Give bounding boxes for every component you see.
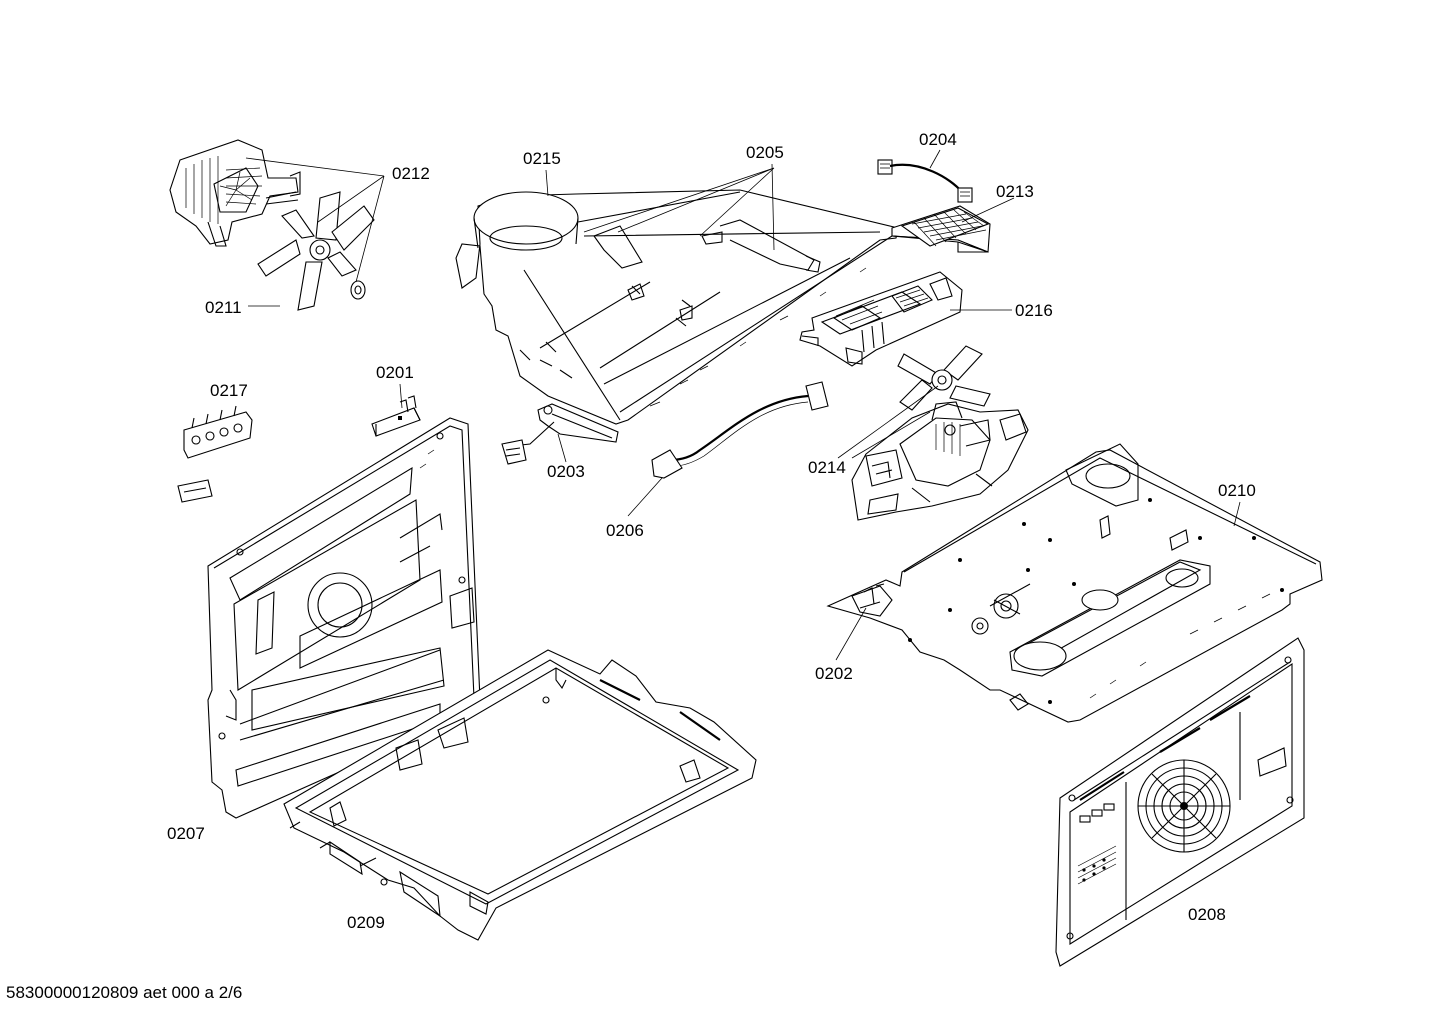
electronic-module-0216 bbox=[799, 271, 963, 367]
leader-0202 bbox=[835, 607, 867, 661]
leader-0215 bbox=[545, 169, 549, 197]
leader-0212 bbox=[245, 157, 385, 283]
thermostat-0202 bbox=[851, 583, 893, 617]
label-0212: 0212 bbox=[392, 164, 430, 183]
fan-blade bbox=[257, 191, 375, 311]
leader-0206 bbox=[627, 477, 663, 517]
bottom-tray-0209 bbox=[283, 649, 757, 941]
label-0206: 0206 bbox=[606, 521, 644, 540]
fan-nut bbox=[350, 280, 366, 300]
label-0214: 0214 bbox=[808, 458, 846, 477]
label-0204: 0204 bbox=[919, 130, 957, 149]
label-0211: 0211 bbox=[205, 298, 242, 317]
label-0201: 0201 bbox=[376, 363, 414, 382]
switch-0201 bbox=[371, 395, 421, 437]
leader-0203 bbox=[557, 433, 567, 463]
leader-0213 bbox=[961, 197, 1015, 223]
oven-top-plate-0210 bbox=[826, 443, 1323, 723]
label-0216: 0216 bbox=[1015, 301, 1053, 320]
air-duct-cover bbox=[455, 189, 899, 425]
heatsink-block-0213 bbox=[891, 205, 991, 253]
label-0215: 0215 bbox=[523, 149, 561, 168]
front-panel-0208 bbox=[1055, 637, 1305, 967]
fan-motor-assembly bbox=[169, 139, 301, 247]
cooling-fan-0214 bbox=[897, 345, 991, 411]
label-0202: 0202 bbox=[815, 664, 853, 683]
back-panel-0207 bbox=[207, 417, 481, 819]
label-0203: 0203 bbox=[547, 462, 585, 481]
document-reference: 58300000120809 aet 000 a 2/6 bbox=[6, 983, 242, 1002]
label-0209: 0209 bbox=[347, 913, 385, 932]
label-0210: 0210 bbox=[1218, 481, 1256, 500]
terminal-block-0217 bbox=[177, 405, 253, 503]
label-0207: 0207 bbox=[167, 824, 205, 843]
label-0205: 0205 bbox=[746, 143, 784, 162]
label-0208: 0208 bbox=[1188, 905, 1226, 924]
wire-connector-0204 bbox=[877, 159, 973, 203]
leader-0201 bbox=[399, 383, 403, 409]
wiring-harness-0206 bbox=[651, 381, 829, 479]
label-0213: 0213 bbox=[996, 182, 1034, 201]
leader-0214 bbox=[837, 385, 939, 459]
leader-0205 bbox=[583, 163, 775, 251]
leader-0204 bbox=[929, 149, 941, 169]
leader-0210 bbox=[1233, 501, 1241, 527]
label-0217: 0217 bbox=[210, 381, 248, 400]
sensor-bar-0203 bbox=[501, 403, 619, 465]
cooling-motor-housing bbox=[851, 401, 1029, 521]
